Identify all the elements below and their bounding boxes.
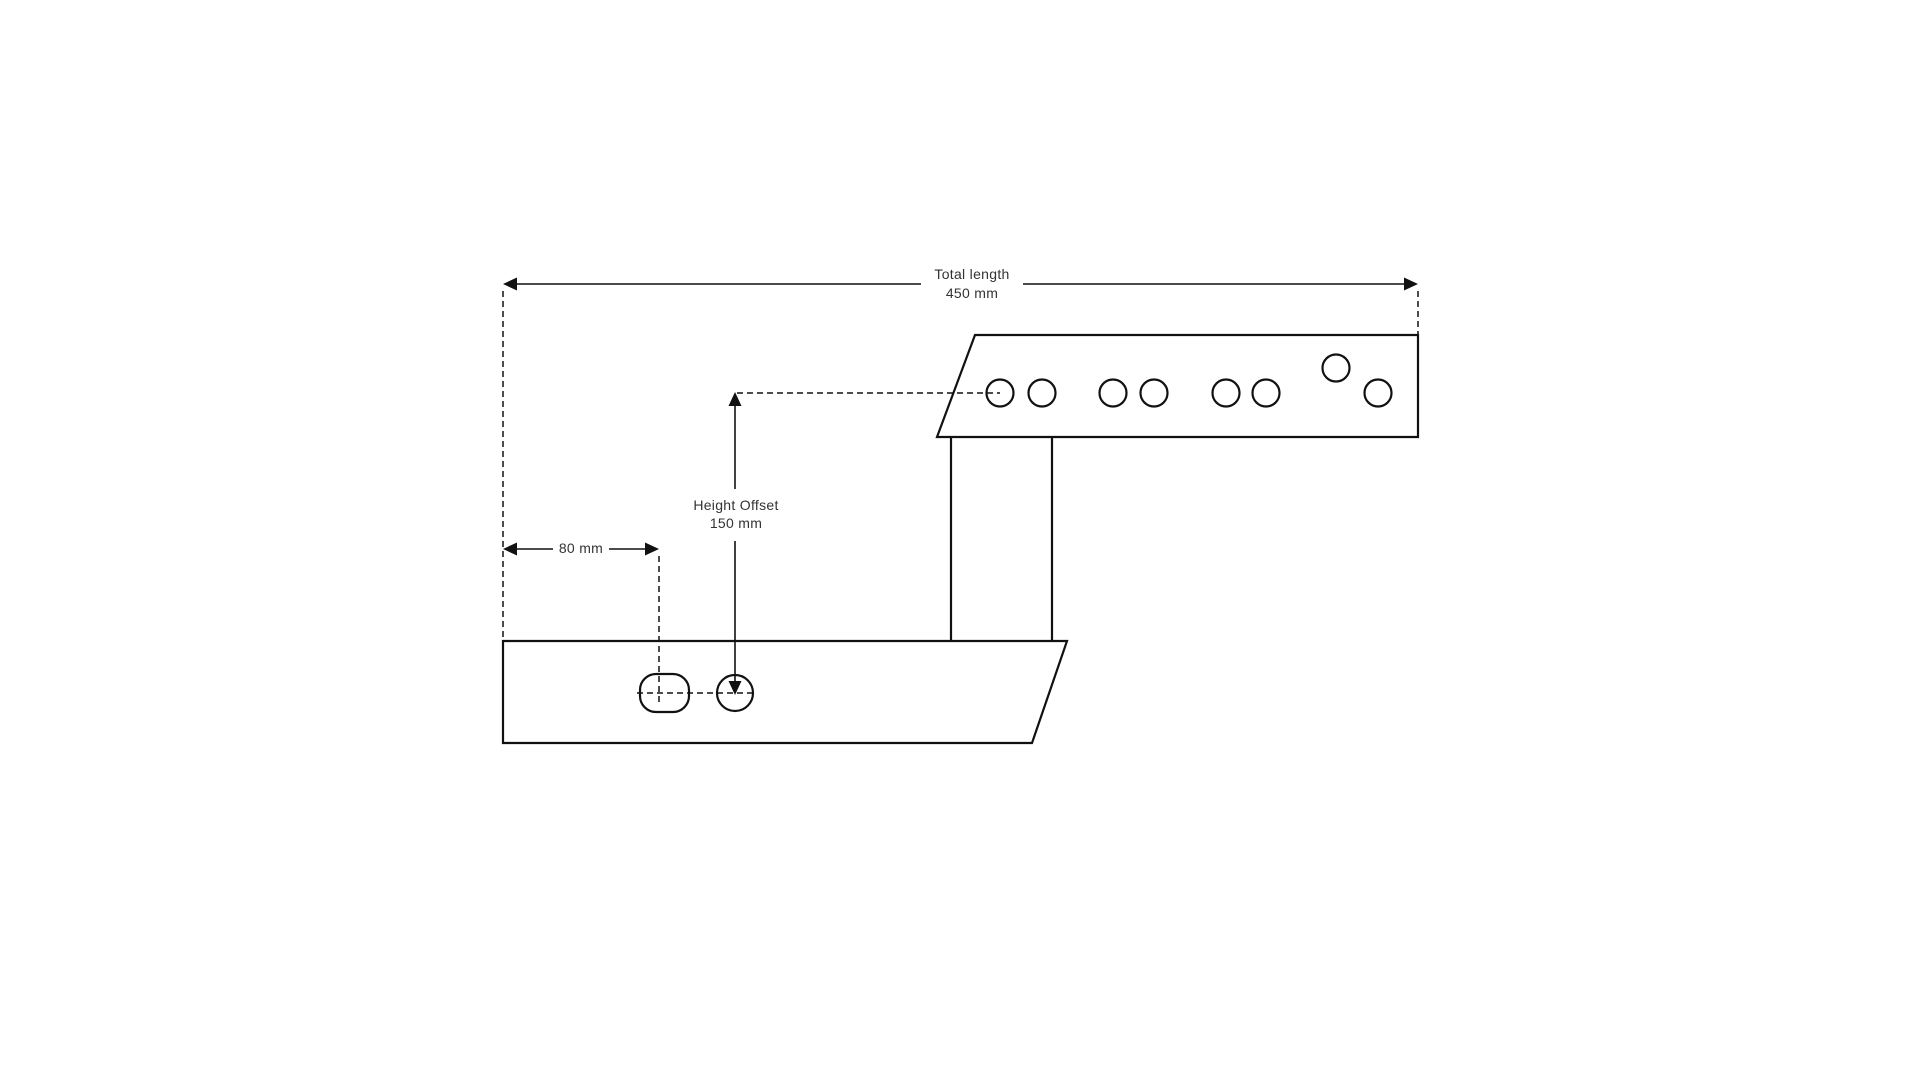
upper-plate-hole-1: [985, 378, 1015, 408]
arrowhead-right-icon: [1404, 277, 1418, 291]
upper-plate-hole-raised: [1321, 353, 1351, 383]
hole-offset-value: 80 mm: [559, 540, 603, 556]
dimension-total-length: Total length 450 mm: [502, 266, 1419, 640]
upper-plate: [935, 333, 1420, 439]
upper-plate-hole-3: [1098, 378, 1128, 408]
arrowhead-right-icon: [645, 542, 659, 556]
support-column: [949, 437, 1054, 641]
total-length-label: Total length: [934, 266, 1009, 282]
lower-plate-outline: [501, 639, 1069, 745]
upper-plate-hole-8: [1363, 378, 1393, 408]
arrowhead-left-icon: [503, 277, 517, 291]
total-length-value: 450 mm: [946, 285, 998, 301]
upper-plate-hole-6: [1251, 378, 1281, 408]
lower-plate: [501, 639, 1069, 745]
arrowhead-down-icon: [728, 681, 742, 695]
height-offset-label: Height Offset: [693, 497, 778, 513]
upper-plate-hole-4: [1139, 378, 1169, 408]
upper-plate-hole-2: [1027, 378, 1057, 408]
dimension-height-offset: Height Offset 150 mm: [693, 392, 1000, 695]
arrowhead-up-icon: [728, 392, 742, 406]
upper-plate-outline: [935, 333, 1420, 439]
upper-plate-hole-5: [1211, 378, 1241, 408]
dimension-hole-offset: 80 mm: [503, 540, 660, 706]
height-offset-value: 150 mm: [710, 515, 762, 531]
arrowhead-left-icon: [503, 542, 517, 556]
